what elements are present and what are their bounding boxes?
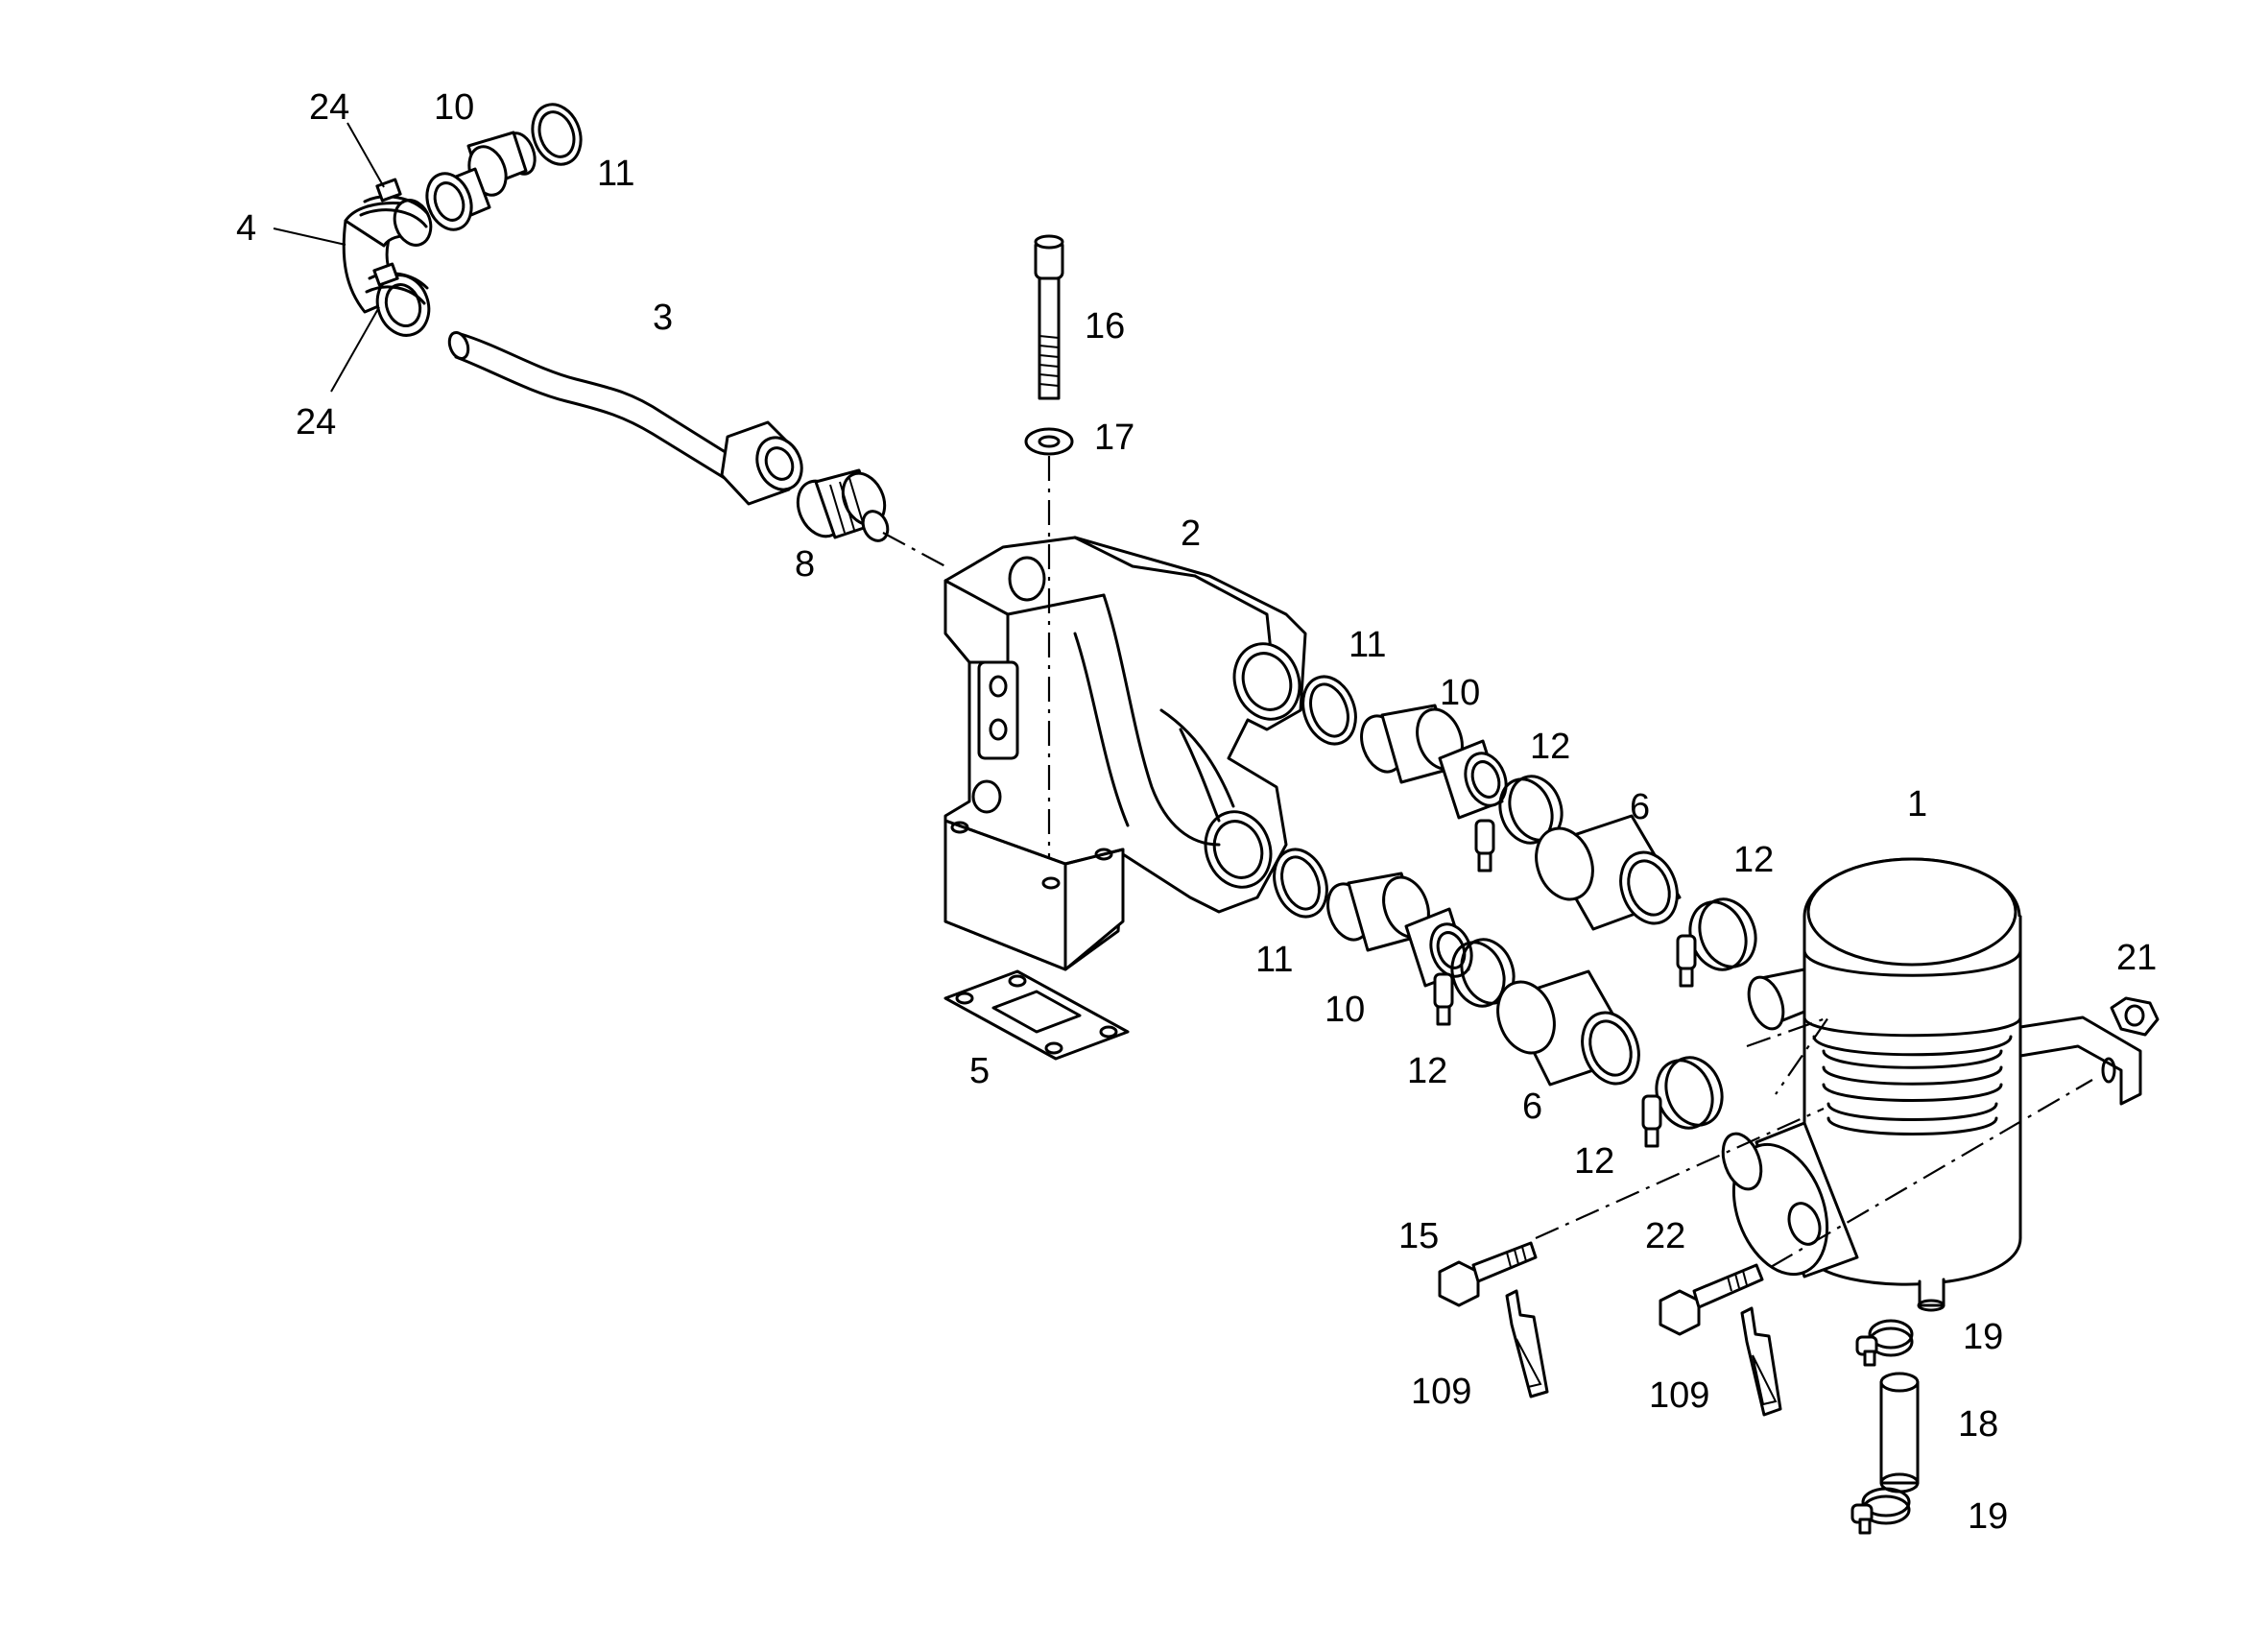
callout-2: 2: [1181, 514, 1201, 554]
callout-3: 3: [653, 298, 673, 338]
callout-12-lower-b: 12: [1574, 1141, 1614, 1182]
part-109-sealant-tube-left: [1505, 1289, 1549, 1398]
callout-109-left: 109: [1411, 1372, 1471, 1412]
callout-22: 22: [1645, 1216, 1685, 1256]
callout-16: 16: [1085, 306, 1125, 347]
part-8-adapter: [796, 468, 890, 542]
part-12-lower-clamp-a: [1433, 938, 1516, 1026]
part-12-lower-clamp-b: [1641, 1056, 1724, 1148]
assembly-centerlines: [882, 456, 2093, 1268]
part-10-upper-fitting: [1360, 704, 1508, 820]
callout-19-lower: 19: [1968, 1496, 2008, 1537]
callout-5: 5: [969, 1051, 990, 1091]
part-2-manifold: [943, 536, 1307, 971]
callout-12-upper-b: 12: [1733, 840, 1774, 880]
callout-109-right: 109: [1649, 1375, 1709, 1416]
callout-8: 8: [795, 544, 815, 585]
part-12-upper-clamp-b: [1676, 897, 1757, 988]
part-15-bolt: [1438, 1241, 1538, 1307]
callout-17: 17: [1094, 418, 1134, 458]
callout-1: 1: [1907, 784, 1927, 824]
callout-11-top: 11: [597, 154, 634, 194]
part-18-hose: [1879, 1372, 1920, 1494]
callout-21: 21: [2116, 938, 2157, 978]
callout-18: 18: [1958, 1404, 1998, 1445]
callout-19-upper: 19: [1963, 1317, 2003, 1357]
callout-4: 4: [236, 208, 256, 249]
callout-10-upper: 10: [1440, 673, 1480, 713]
part-19-clamp-lower: [1850, 1487, 1911, 1535]
part-21-nut: [2110, 996, 2160, 1037]
callout-6-lower: 6: [1522, 1087, 1542, 1127]
callout-12-upper-a: 12: [1530, 727, 1570, 767]
part-11-lower-oring: [1273, 848, 1328, 919]
part-17-washer: [1024, 427, 1074, 456]
callout-11-upper: 11: [1349, 625, 1386, 665]
part-109-sealant-tube-right: [1740, 1306, 1782, 1417]
callout-24-bottom: 24: [296, 402, 336, 442]
callout-15: 15: [1398, 1216, 1439, 1256]
part-6-lower-hose: [1496, 969, 1640, 1087]
callout-10-top: 10: [434, 87, 474, 128]
part-6-upper-hose: [1535, 814, 1682, 931]
part-5-gasket: [943, 969, 1130, 1061]
part-11-top-oring: [531, 103, 583, 166]
leader-lines: [273, 122, 385, 393]
callout-24-top: 24: [309, 87, 349, 128]
part-22-bolt: [1659, 1263, 1764, 1336]
part-1-separator: [1721, 857, 2142, 1312]
callout-labels: 24 10 11 4 24 3 16 17 8 2 11 10 12 6 1 1…: [236, 87, 2157, 1537]
part-24-clamp-lower: [365, 262, 429, 305]
callout-10-lower: 10: [1325, 990, 1365, 1030]
callout-6-upper: 6: [1630, 787, 1650, 827]
callout-11-lower: 11: [1255, 940, 1293, 980]
callout-12-lower-a: 12: [1407, 1051, 1447, 1091]
part-19-clamp-upper: [1855, 1319, 1914, 1367]
part-11-upper-oring: [1301, 675, 1357, 746]
part-10-lower-fitting: [1326, 872, 1473, 988]
part-3-pipe: [447, 330, 803, 506]
part-16-bolt: [1034, 234, 1064, 400]
part-10-top-fitting: [425, 131, 537, 231]
